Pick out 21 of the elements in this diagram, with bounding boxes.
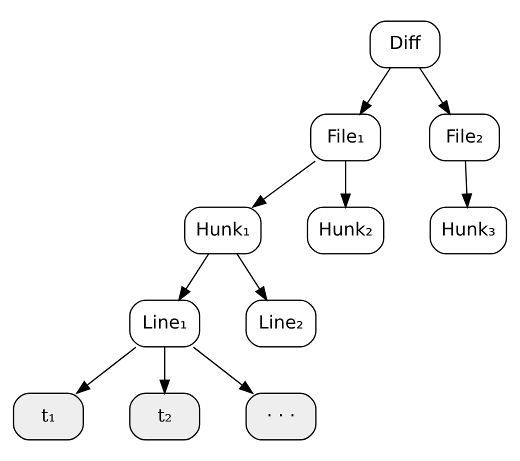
node-box: Diff: [370, 20, 441, 68]
node-box: Line₂: [245, 300, 317, 348]
arrow: [75, 346, 136, 394]
arrow: [178, 254, 210, 302]
node-box: · · ·: [245, 392, 317, 440]
arrow: [236, 254, 268, 302]
arrow: [461, 161, 472, 210]
arrow: [159, 347, 170, 396]
node-box: Line₁: [129, 300, 200, 348]
node-box: Hunk₃: [430, 206, 508, 254]
node-box: Hunk₂: [306, 206, 384, 254]
node-box: t₂: [129, 392, 200, 440]
arrow: [193, 346, 254, 394]
node-box: File₂: [428, 114, 500, 162]
node-box: File₁: [310, 114, 382, 162]
arrow: [251, 160, 316, 208]
arrow: [359, 68, 391, 116]
arrow: [340, 161, 352, 210]
node-box: t₁: [12, 392, 84, 440]
arrow: [419, 68, 452, 116]
node-box: Hunk₁: [184, 206, 262, 254]
